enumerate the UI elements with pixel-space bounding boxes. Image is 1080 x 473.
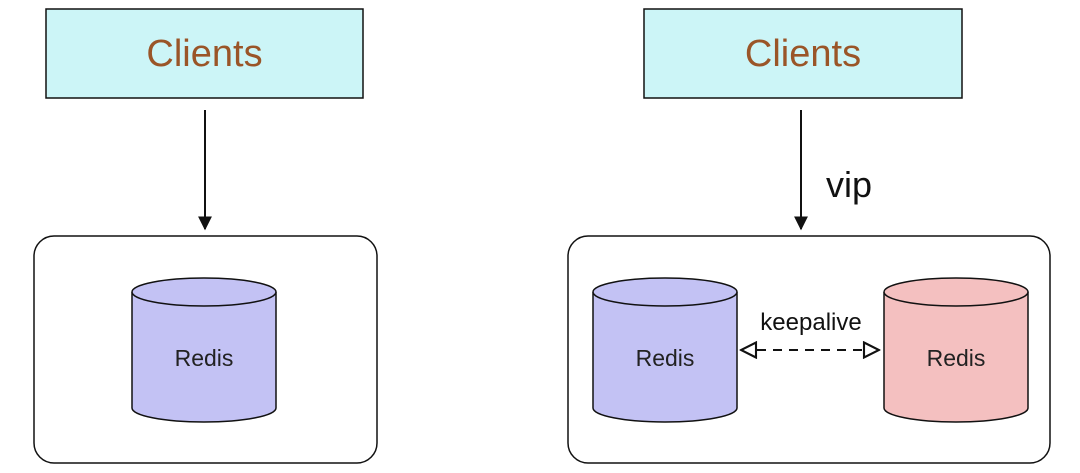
ha-pair-diagram: Clients vip Redis Redis keepalive <box>567 8 1051 464</box>
clients-label-left: Clients <box>146 33 262 75</box>
clients-box-right-rect <box>643 8 963 99</box>
clients-label-right: Clients <box>745 33 861 75</box>
redis-cylinder-backup-top <box>883 277 1029 307</box>
clients-box-left-rect <box>45 8 364 99</box>
redis-cylinder-primary-body <box>592 292 738 423</box>
redis-label-primary: Redis <box>636 345 695 371</box>
redis-cylinder-left-top <box>131 277 277 307</box>
redis-cylinder-left-body <box>131 292 277 423</box>
redis-cylinder-primary: Redis <box>592 277 738 423</box>
clients-box-right: Clients <box>643 8 963 99</box>
single-instance-diagram: Clients Redis <box>33 8 378 464</box>
clients-box-left: Clients <box>45 8 364 99</box>
redis-label-backup: Redis <box>927 345 986 371</box>
vip-label: vip <box>826 164 872 205</box>
redis-cylinder-primary-top <box>592 277 738 307</box>
redis-cylinder-backup: Redis <box>883 277 1029 423</box>
redis-cylinder-left: Redis <box>131 277 277 423</box>
redis-cylinder-backup-body <box>883 292 1029 423</box>
redis-label-left: Redis <box>175 345 234 371</box>
keepalive-label: keepalive <box>760 309 861 336</box>
